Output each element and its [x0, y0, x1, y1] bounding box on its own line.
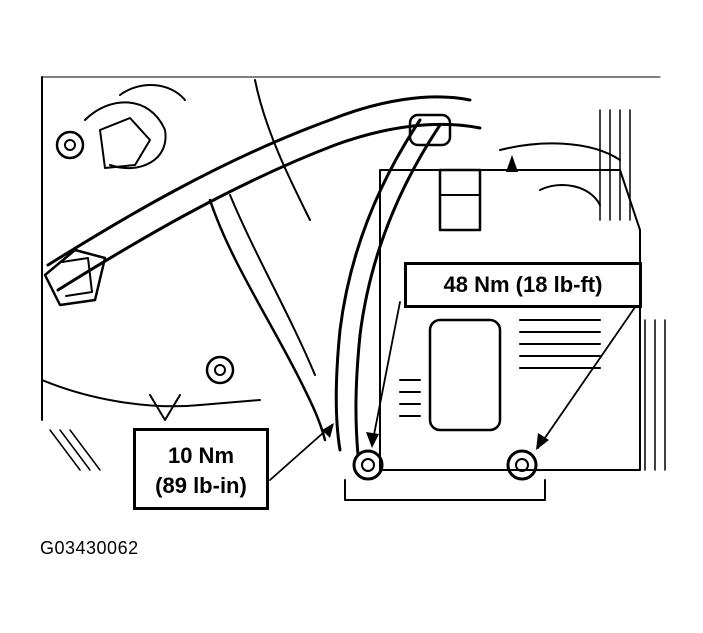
torque-callout-left-line1: 10 Nm	[167, 443, 235, 468]
torque-callout-alternator-bolts: 48 Nm (18 lb-ft)	[404, 262, 642, 308]
figure-id-caption: G03430062	[40, 538, 139, 558]
torque-callout-bracket-bolt: 10 Nm (89 lb-in)	[133, 428, 269, 510]
torque-callout-left-line2: (89 lb-in)	[155, 473, 247, 498]
torque-callout-right-text: 48 Nm (18 lb-ft)	[443, 272, 603, 297]
